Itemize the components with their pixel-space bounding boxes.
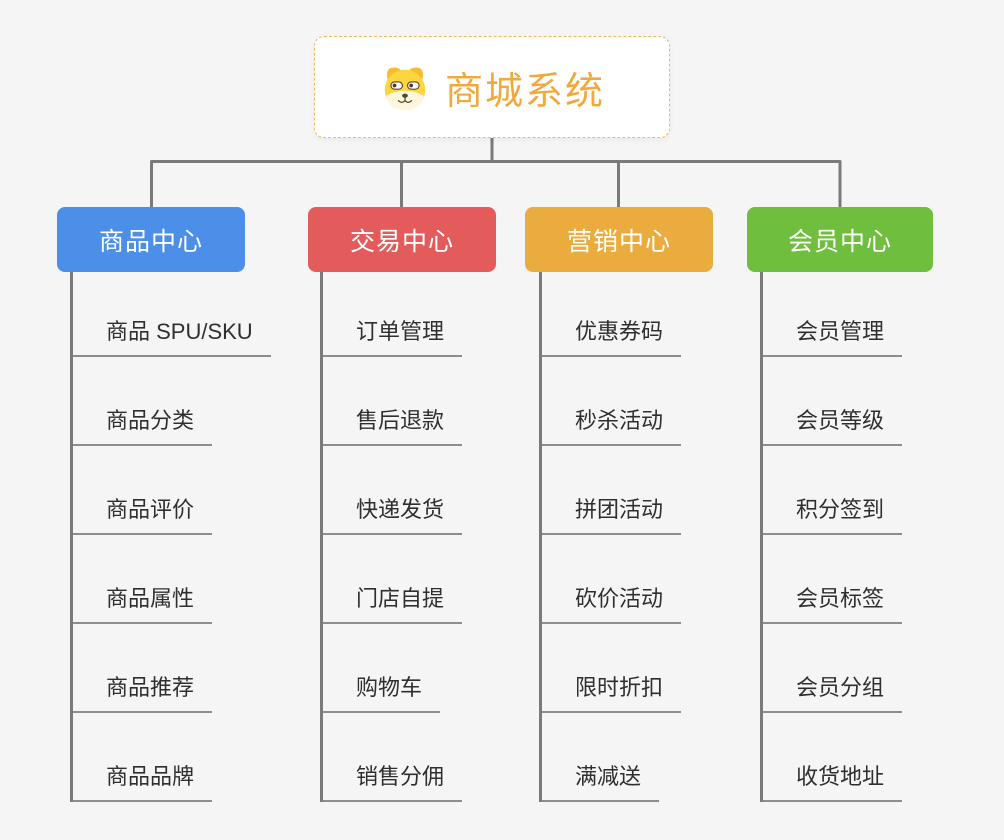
- branch-node-label: 商品中心: [98, 227, 203, 256]
- leaf-node[interactable]: 优惠券码: [542, 317, 682, 357]
- leaf-node[interactable]: 商品分类: [73, 406, 213, 446]
- leaf-node[interactable]: 收货地址: [763, 762, 903, 802]
- branch-node-member-center[interactable]: 会员中心: [747, 207, 933, 272]
- root-node-label: 商城系统: [444, 70, 605, 113]
- leaf-node[interactable]: 门店自提: [323, 584, 463, 624]
- branch-node-label: 会员中心: [787, 227, 892, 256]
- leaf-node[interactable]: 会员标签: [763, 584, 903, 624]
- leaf-node[interactable]: 商品 SPU/SKU: [73, 317, 271, 357]
- leaf-node[interactable]: 会员分组: [763, 673, 903, 713]
- leaf-node[interactable]: 秒杀活动: [542, 406, 682, 446]
- leaf-column-product-center: 商品 SPU/SKU 商品分类商品评价商品属性商品推荐商品品牌: [70, 272, 308, 802]
- branch-node-marketing-center[interactable]: 营销中心: [525, 207, 713, 272]
- leaf-node[interactable]: 砍价活动: [542, 584, 682, 624]
- leaf-node[interactable]: 快递发货: [323, 495, 463, 535]
- root-node[interactable]: 商城系统: [314, 36, 670, 138]
- leaf-node[interactable]: 购物车: [323, 673, 441, 713]
- leaf-node[interactable]: 拼团活动: [542, 495, 682, 535]
- leaf-node[interactable]: 销售分佣: [323, 762, 463, 802]
- leaf-node[interactable]: 会员等级: [763, 406, 903, 446]
- leaf-node[interactable]: 商品评价: [73, 495, 213, 535]
- leaf-node[interactable]: 会员管理: [763, 317, 903, 357]
- leaf-node[interactable]: 限时折扣: [542, 673, 682, 713]
- branch-node-trade-center[interactable]: 交易中心: [308, 207, 496, 272]
- leaf-node[interactable]: 订单管理: [323, 317, 463, 357]
- leaf-column-member-center: 会员管理会员等级积分签到会员标签会员分组收货地址: [760, 272, 998, 802]
- leaf-node[interactable]: 商品属性: [73, 584, 213, 624]
- leaf-node[interactable]: 商品推荐: [73, 673, 213, 713]
- leaf-node[interactable]: 商品品牌: [73, 762, 213, 802]
- dog-face-icon: [384, 67, 426, 111]
- branch-node-label: 交易中心: [349, 227, 454, 256]
- leaf-node[interactable]: 售后退款: [323, 406, 463, 446]
- leaf-node[interactable]: 满减送: [542, 762, 660, 802]
- leaf-node[interactable]: 积分签到: [763, 495, 903, 535]
- branch-node-product-center[interactable]: 商品中心: [57, 207, 245, 272]
- leaf-column-marketing-center: 优惠券码秒杀活动拼团活动砍价活动限时折扣满减送: [539, 272, 777, 802]
- branch-node-label: 营销中心: [566, 227, 671, 256]
- leaf-column-trade-center: 订单管理售后退款快递发货门店自提购物车销售分佣: [320, 272, 558, 802]
